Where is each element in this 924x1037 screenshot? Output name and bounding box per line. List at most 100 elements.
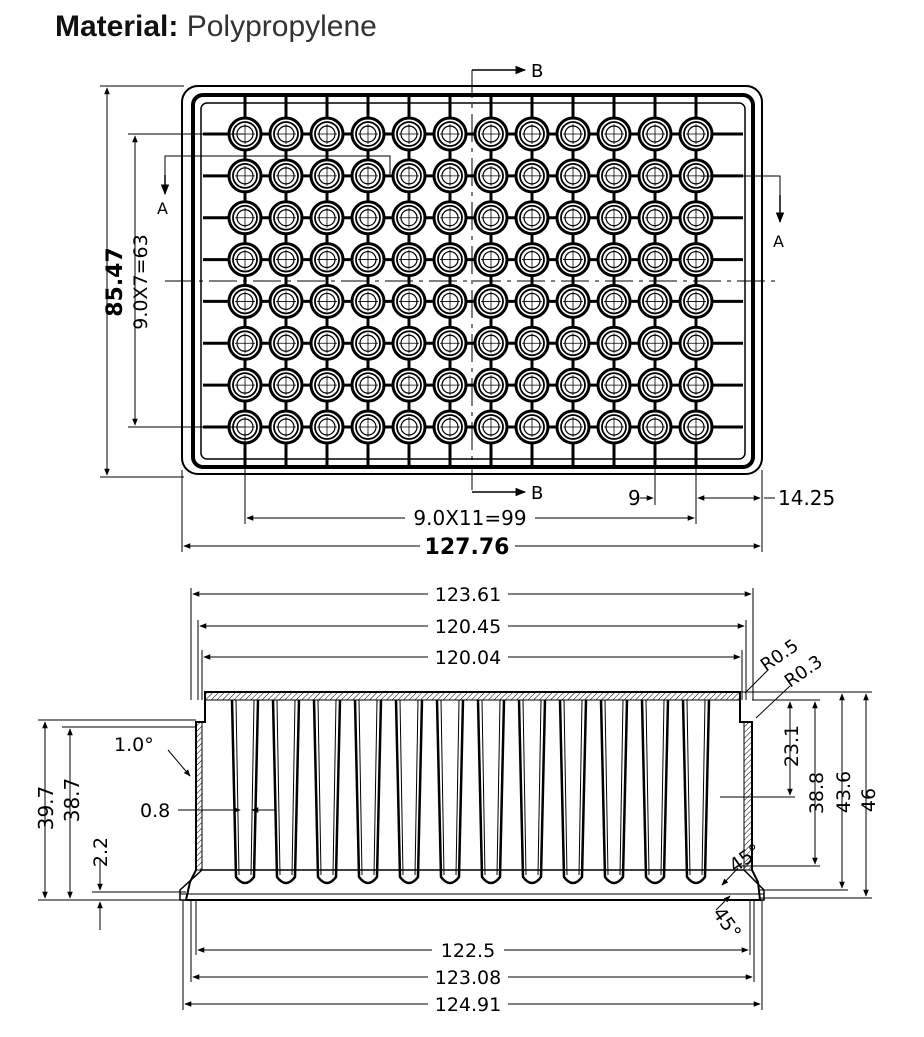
dim-120-45: 120.45	[435, 616, 501, 638]
well	[473, 409, 509, 445]
skirt-right	[743, 721, 753, 871]
well	[227, 283, 263, 319]
well	[555, 116, 591, 152]
side-well	[394, 699, 424, 885]
dim-14-25: 14.25	[778, 486, 835, 510]
skirt-left	[195, 721, 203, 871]
well	[678, 367, 714, 403]
well	[432, 325, 468, 361]
leader-45-upper	[721, 867, 739, 886]
well	[309, 242, 345, 278]
side-well	[599, 699, 629, 885]
dim-angle-1: 1.0°	[114, 734, 154, 756]
well	[678, 242, 714, 278]
side-well	[312, 699, 342, 885]
dim-col-pitch: 9.0X11=99	[413, 506, 526, 530]
well	[432, 409, 468, 445]
side-well	[558, 699, 588, 885]
side-well	[271, 699, 301, 885]
leader-45-lower	[715, 895, 731, 911]
well	[514, 116, 550, 152]
well	[391, 242, 427, 278]
leader-r05	[744, 669, 769, 694]
well	[432, 283, 468, 319]
well	[391, 116, 427, 152]
well	[514, 200, 550, 236]
well	[555, 325, 591, 361]
well	[473, 116, 509, 152]
well	[350, 367, 386, 403]
well	[637, 283, 673, 319]
dim-23-1: 23.1	[781, 725, 803, 767]
dim-123-61: 123.61	[435, 584, 501, 606]
well	[473, 367, 509, 403]
well	[473, 158, 509, 194]
well	[678, 283, 714, 319]
well	[432, 242, 468, 278]
well	[637, 325, 673, 361]
dim-45-upper: 45°	[725, 840, 765, 877]
well	[596, 116, 632, 152]
side-well	[640, 699, 670, 885]
well	[678, 200, 714, 236]
well	[309, 116, 345, 152]
label-bg	[428, 965, 508, 987]
label-bg	[420, 533, 515, 557]
well	[391, 200, 427, 236]
dim-85-47: 85.47	[103, 247, 128, 317]
well	[514, 409, 550, 445]
well	[391, 367, 427, 403]
dim-0-8: 0.8	[140, 800, 170, 822]
well	[473, 283, 509, 319]
well	[309, 325, 345, 361]
material-label: Material:	[55, 10, 179, 43]
well	[350, 409, 386, 445]
well	[555, 200, 591, 236]
well	[473, 200, 509, 236]
well	[268, 409, 304, 445]
well	[637, 367, 673, 403]
well	[514, 325, 550, 361]
well	[350, 325, 386, 361]
well	[555, 242, 591, 278]
well	[350, 283, 386, 319]
label-bg	[428, 645, 508, 667]
well	[309, 409, 345, 445]
well	[227, 200, 263, 236]
well	[227, 158, 263, 194]
label-bg	[432, 938, 504, 960]
label-bg	[428, 614, 508, 636]
well	[637, 158, 673, 194]
well	[309, 158, 345, 194]
well	[227, 325, 263, 361]
material-header: Material: Polypropylene	[55, 10, 377, 44]
dim-9: 9	[628, 486, 641, 510]
well	[391, 409, 427, 445]
well-array	[227, 116, 714, 445]
well	[596, 409, 632, 445]
dim-123-08: 123.08	[435, 967, 501, 989]
well	[268, 283, 304, 319]
section-b-bottom-label: B	[531, 483, 543, 504]
well	[432, 200, 468, 236]
dim-46: 46	[858, 788, 880, 812]
section-a-left-label: A	[157, 199, 168, 218]
section-b-top-label: B	[531, 61, 543, 82]
dim-43-6: 43.6	[833, 771, 855, 813]
well	[227, 242, 263, 278]
dim-row-pitch: 9.0X7=63	[130, 234, 152, 329]
side-well	[681, 699, 711, 885]
well	[473, 242, 509, 278]
well	[514, 367, 550, 403]
dim-127-76: 127.76	[425, 535, 510, 560]
side-view: 123.61 120.45 120.04 R0.5 R0.3 1.0° 0.8	[34, 582, 880, 1016]
well	[555, 283, 591, 319]
dim-122-5: 122.5	[441, 940, 495, 962]
well	[555, 367, 591, 403]
side-well	[476, 699, 506, 885]
dim-39-7: 39.7	[34, 786, 58, 831]
side-well	[230, 699, 260, 885]
well	[227, 116, 263, 152]
base-flange	[179, 869, 765, 901]
